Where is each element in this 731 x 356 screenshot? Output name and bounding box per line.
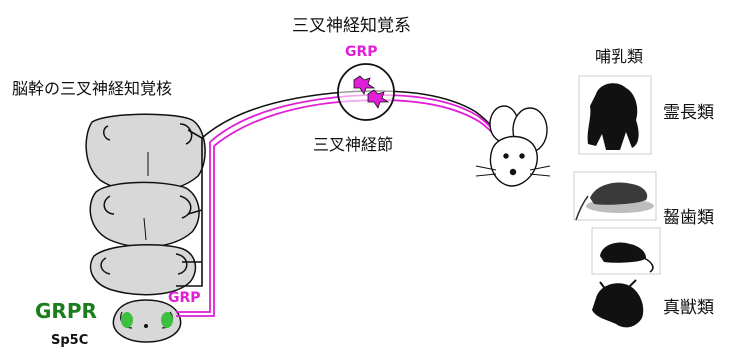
trigeminal-system-label: 三叉神経知覚系: [292, 16, 411, 36]
sp5c-label: Sp5C: [51, 333, 89, 348]
brainstem-section-icon: [112, 299, 182, 343]
brainstem-section-icon: [89, 181, 200, 248]
trigeminal-ganglion-label: 三叉神経節: [313, 135, 394, 154]
primates-label: 霊長類: [663, 103, 714, 123]
trigeminal-ganglion-icon: [337, 63, 395, 121]
mammals-label: 哺乳類: [595, 47, 644, 66]
rodents-label: 齧歯類: [663, 208, 714, 228]
grp-projection-label: GRP: [168, 290, 201, 306]
grpr-expression-left: [121, 312, 133, 328]
eutherian-silhouette-icon: [592, 279, 644, 328]
trigeminal-fibers: [176, 90, 507, 287]
brainstem-section-icon: [89, 244, 197, 296]
brainstem-nucleus-label: 脳幹の三叉神経知覚核: [12, 79, 173, 98]
eutherians-label: 真獣類: [663, 298, 714, 318]
grpr-label: GRPR: [35, 299, 97, 323]
grp-ganglion-label: GRP: [345, 44, 378, 60]
grp-fibers: [176, 94, 511, 317]
brainstem-section-icon: [85, 113, 206, 194]
rat-photo-icon: [573, 171, 657, 221]
grpr-expression-right: [161, 312, 173, 328]
gorilla-silhouette-icon: [578, 75, 652, 155]
mouse-head-icon: [475, 105, 551, 187]
rat-silhouette-icon: [591, 227, 661, 275]
